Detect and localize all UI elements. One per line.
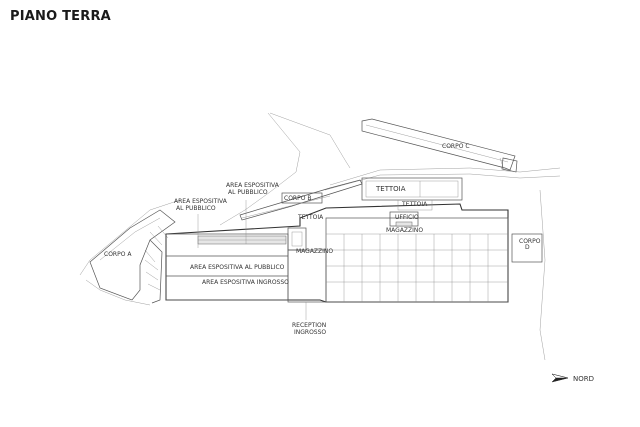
area-pubblico-main-label: AREA ESPOSITIVA AL PUBBLICO [190,264,285,271]
corpo-d-label-line2: D [525,244,530,251]
corpo-b-label: CORPO B [284,195,311,202]
leader-lines [197,200,307,320]
area-pubblico-top-line1: AREA ESPOSITIVA [226,182,280,189]
area-pubblico-left-line1: AREA ESPOSITIVA [174,198,228,205]
reception-label-line1: RECEPTION [292,322,326,329]
ufficio-label: UFFICIO [395,214,419,221]
tettoia-mid-label: TETTOIA [401,201,428,208]
reception-label-line2: INGROSSO [294,329,326,336]
area-ingrosso-label: AREA ESPOSITIVA INGROSSO [202,279,289,286]
corpo-a-label: CORPO A [104,251,132,258]
corpo-d-block [511,233,543,263]
area-pubblico-left-line2: AL PUBBLICO [176,205,216,212]
site-outline [79,112,561,361]
corpo-c-block [361,118,518,173]
corpo-c-label: CORPO C [442,143,470,150]
tettoia-top-label: TETTOIA [375,185,406,193]
north-arrow-icon [551,373,569,383]
area-pubblico-top-line2: AL PUBBLICO [228,189,268,196]
main-building [165,199,509,303]
magazzino-small-label: MAGAZZINO [296,248,333,255]
magazzino-main-label: MAGAZZINO [386,227,423,234]
corpo-a-block [89,209,176,304]
corpo-d-label-line1: CORPO [519,238,541,245]
nord-label: NORD [573,375,594,383]
page-title: PIANO TERRA [10,9,111,24]
tettoia-left-label: TETTOIA [297,214,324,221]
